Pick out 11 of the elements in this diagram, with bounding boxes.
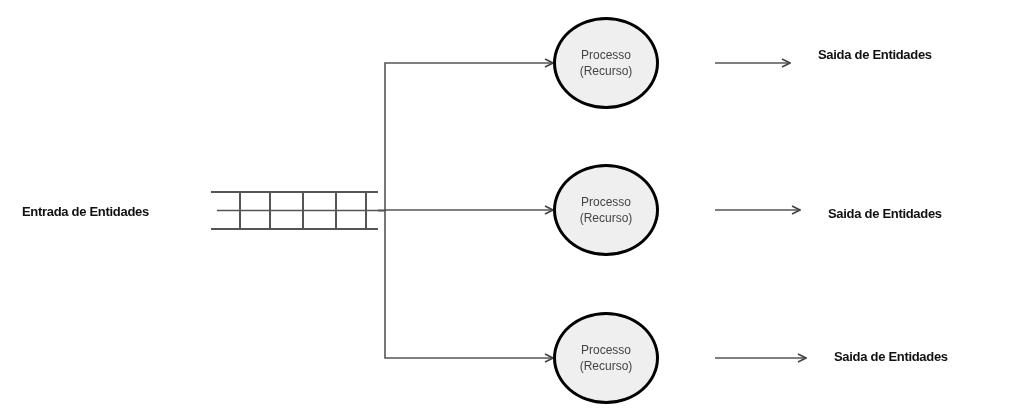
entity-label: Entrada de Entidades xyxy=(22,203,149,219)
arrow xyxy=(377,209,554,363)
process-label: Processo (Recurso) xyxy=(578,341,634,375)
entity-label: Saida de Entidades xyxy=(818,46,932,62)
entity-label: Saida de Entidades xyxy=(828,205,942,221)
arrow xyxy=(714,353,807,363)
process-label: Processo (Recurso) xyxy=(578,193,634,227)
arrow xyxy=(714,58,791,68)
process-label: Processo (Recurso) xyxy=(578,46,634,80)
arrow xyxy=(714,205,801,215)
entity-label: Saida de Entidades xyxy=(834,348,948,364)
